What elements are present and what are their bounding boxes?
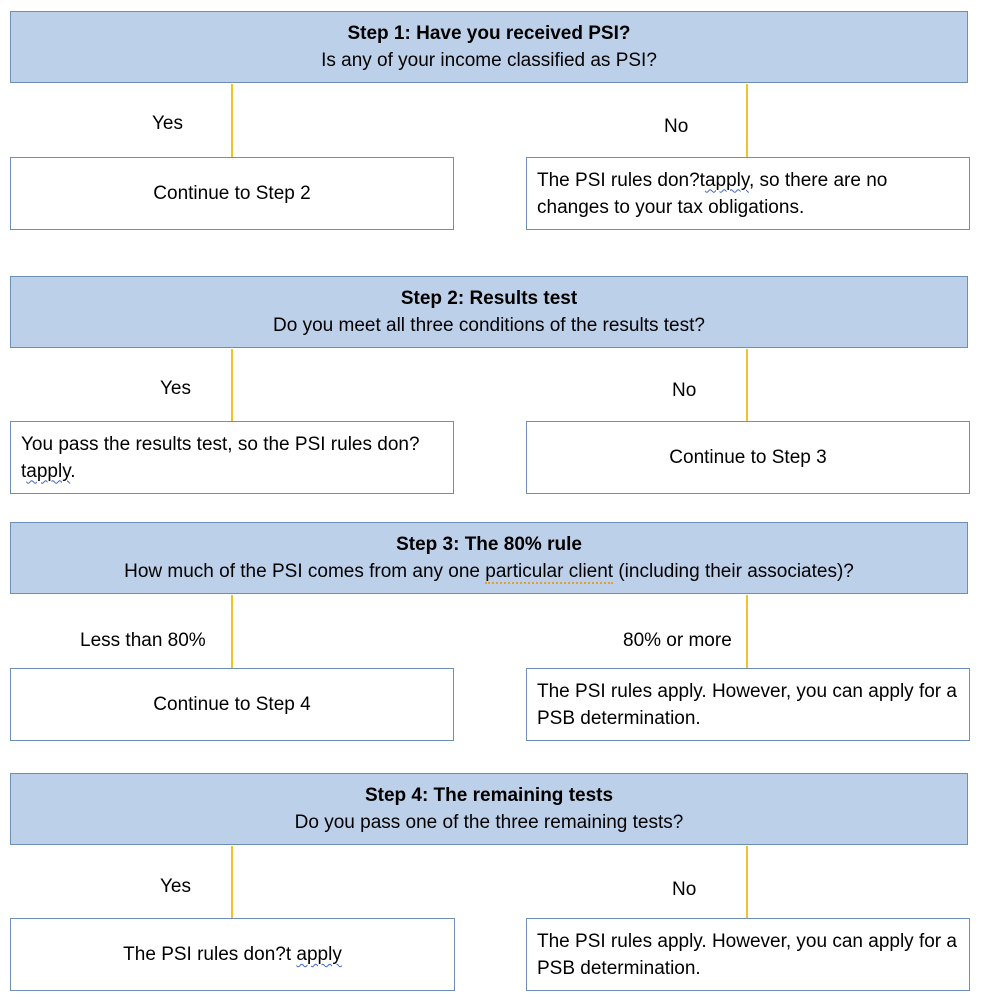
step-1-question: Is any of your income classified as PSI? xyxy=(321,50,657,71)
step-1-no-outcome: The PSI rules don?tapply, so there are n… xyxy=(526,157,970,230)
text-fragment: (including their associates)? xyxy=(613,561,854,582)
step-3-title: Step 3: The 80% rule xyxy=(396,534,582,555)
step-1-yes-outcome: Continue to Step 2 xyxy=(10,157,454,230)
step-2-yes-label: Yes xyxy=(160,378,191,399)
text-fragment: t xyxy=(285,944,297,965)
step-3-right-outcome: The PSI rules apply. However, you can ap… xyxy=(526,668,970,741)
step-1-yes-outcome-text: Continue to Step 2 xyxy=(153,183,311,204)
step-4-yes-outcome: The PSI rules don?t apply xyxy=(10,918,455,991)
step-1-yes-connector xyxy=(231,84,233,157)
grammar-underlined-phrase: particular client xyxy=(485,561,614,584)
text-fragment: How much of the PSI comes from any one xyxy=(124,561,486,582)
step-1-no-outcome-text: The PSI rules don?tapply, so there are n… xyxy=(537,167,959,221)
text-fragment: . xyxy=(70,460,76,482)
step-3-question: How much of the PSI comes from any one p… xyxy=(124,558,854,585)
text-fragment: The PSI rules don xyxy=(123,944,276,965)
step-1-box: Step 1: Have you received PSI? Is any of… xyxy=(10,11,968,83)
apostrophe-glyph: ? xyxy=(689,169,700,191)
spellcheck-underlined-word: apply xyxy=(26,460,71,482)
step-3-right-label: 80% or more xyxy=(623,630,732,651)
step-3-left-label: Less than 80% xyxy=(80,630,206,651)
step-2-box: Step 2: Results test Do you meet all thr… xyxy=(10,276,968,348)
apostrophe-glyph: ? xyxy=(408,433,420,455)
step-4-no-label: No xyxy=(672,879,697,900)
step-4-no-connector xyxy=(746,846,748,918)
text-fragment: The PSI rules don xyxy=(537,169,690,191)
step-4-yes-connector xyxy=(231,846,233,918)
step-1-title: Step 1: Have you received PSI? xyxy=(347,23,631,44)
text-fragment: , so there are no changes to your tax ob… xyxy=(537,169,888,218)
step-2-title: Step 2: Results test xyxy=(400,288,578,309)
step-2-no-connector xyxy=(746,349,748,421)
step-4-no-outcome-text: The PSI rules apply. However, you can ap… xyxy=(537,930,957,979)
step-4-yes-label: Yes xyxy=(160,876,191,897)
step-2-yes-connector xyxy=(231,349,233,421)
step-2-no-outcome: Continue to Step 3 xyxy=(526,421,970,494)
step-4-box: Step 4: The remaining tests Do you pass … xyxy=(10,773,968,845)
text-fragment: t xyxy=(21,460,27,482)
step-3-left-outcome-text: Continue to Step 4 xyxy=(153,694,311,715)
text-fragment: t xyxy=(699,169,705,191)
step-3-left-connector xyxy=(231,595,233,668)
step-3-left-outcome: Continue to Step 4 xyxy=(10,668,454,741)
text-fragment: You pass the results test, so the PSI ru… xyxy=(21,433,409,455)
step-1-no-connector xyxy=(746,84,748,157)
spellcheck-underlined-word: apply xyxy=(296,944,342,965)
step-3-box: Step 3: The 80% rule How much of the PSI… xyxy=(10,522,968,594)
step-4-title: Step 4: The remaining tests xyxy=(364,785,614,806)
step-4-question: Do you pass one of the three remaining t… xyxy=(294,812,684,833)
step-3-right-outcome-text: The PSI rules apply. However, you can ap… xyxy=(537,680,957,729)
apostrophe-glyph: ? xyxy=(275,944,286,965)
step-2-yes-outcome-text: You pass the results test, so the PSI ru… xyxy=(21,431,443,485)
step-2-no-label: No xyxy=(672,380,697,401)
step-2-question: Do you meet all three conditions of the … xyxy=(273,315,705,336)
step-4-yes-outcome-text: The PSI rules don?t apply xyxy=(123,941,342,968)
step-2-no-outcome-text: Continue to Step 3 xyxy=(669,447,827,468)
step-1-yes-label: Yes xyxy=(152,113,183,134)
step-1-no-label: No xyxy=(664,116,689,137)
spellcheck-underlined-word: apply xyxy=(704,169,749,191)
step-4-no-outcome: The PSI rules apply. However, you can ap… xyxy=(526,918,970,991)
step-2-yes-outcome: You pass the results test, so the PSI ru… xyxy=(10,421,454,494)
step-3-right-connector xyxy=(746,595,748,668)
